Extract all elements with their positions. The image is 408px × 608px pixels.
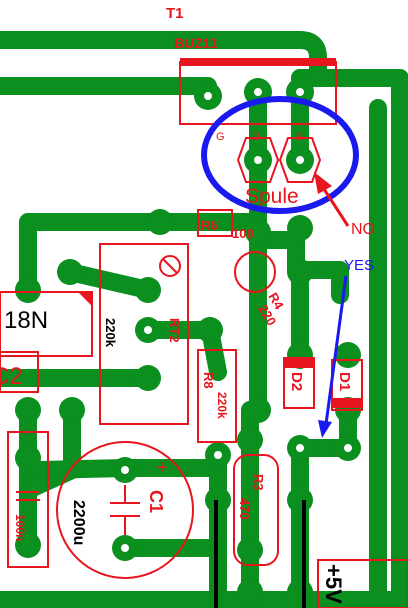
annotation-circle — [201, 96, 359, 214]
c1-symbol — [110, 485, 140, 535]
no-arrow-head — [314, 172, 332, 194]
rt2-label: RT2 — [167, 318, 182, 343]
trace-rt2-wiper — [61, 263, 157, 299]
c1-value-label: 2200u — [70, 500, 87, 545]
pad-rt2-1 — [135, 277, 161, 303]
pad-r6-left — [147, 209, 173, 235]
hole — [296, 88, 304, 96]
r6-outline — [197, 209, 233, 237]
trace-top-bus — [0, 31, 327, 79]
rt2-outline — [99, 243, 189, 425]
d1-label: D1 — [336, 372, 353, 391]
pad-left-2 — [15, 397, 41, 423]
pad-r4-mid — [287, 259, 313, 285]
c2-outline — [0, 351, 39, 393]
c1-outline — [56, 441, 194, 579]
c1-plus-label: + — [156, 457, 168, 479]
pad-ic-2 — [59, 397, 85, 423]
hole — [254, 156, 262, 164]
annotation-yes-label: YES — [344, 257, 374, 274]
pad-d1-top — [335, 342, 361, 368]
yes-arrow-head — [318, 420, 332, 438]
ic-outline — [0, 291, 93, 357]
r8-label: R8 — [201, 372, 216, 389]
copper-pads — [15, 78, 361, 605]
annotation-no-arrow — [314, 172, 350, 227]
c2-partial-label: C2 — [0, 363, 23, 390]
t1-tab — [180, 58, 336, 66]
t1-ref-label: T1 — [166, 5, 184, 22]
pin-g-label: G — [216, 131, 225, 143]
trace-to-d1 — [291, 261, 349, 304]
hole — [254, 88, 262, 96]
supply-label: +5V — [321, 564, 346, 604]
ic-notch — [78, 292, 92, 306]
pad-r6-right — [245, 219, 271, 245]
wire-links — [214, 500, 306, 608]
annotation-yes-arrow — [318, 275, 348, 438]
cap-left-symbol — [16, 491, 40, 501]
pad-r4-top — [287, 215, 313, 241]
annotation-no-label: NO — [351, 221, 375, 238]
hole — [204, 92, 212, 100]
pad-wire-right — [287, 487, 313, 513]
pad-cap-top — [15, 445, 41, 471]
hole — [296, 444, 304, 452]
spule-label: Spule — [245, 185, 299, 208]
copper-traces — [0, 31, 408, 608]
cap-left-value-label: 100n — [13, 514, 27, 541]
trace-left-loop — [19, 213, 169, 299]
d2-cathode — [284, 358, 314, 368]
rt2-value-label: 220k — [103, 318, 118, 348]
r8-value-label: 220k — [215, 392, 229, 419]
hole — [121, 544, 129, 552]
hole — [296, 156, 304, 164]
d2-label: D2 — [288, 372, 305, 391]
pin-s-label: S — [296, 131, 303, 143]
pin-s-outline — [278, 137, 322, 183]
pad-bottom-1 — [237, 579, 263, 605]
supply-outline — [317, 559, 408, 608]
no-arrow-shaft — [320, 185, 350, 227]
cap-left-outline — [7, 431, 49, 568]
pad-drain-bottom — [245, 397, 271, 423]
hole — [121, 466, 129, 474]
copper-pad-holes — [121, 88, 352, 552]
r3-label: R3 — [251, 474, 266, 491]
t1-part-label: BUZ11 — [174, 35, 218, 51]
pad-r8-top — [197, 317, 223, 343]
pad-r3-bottom — [237, 537, 263, 563]
trace-upper-left — [0, 77, 217, 105]
ic-partial-label: 18N — [4, 307, 48, 334]
rt2-trimmer — [159, 255, 181, 277]
r3-value-label: 470 — [237, 498, 252, 520]
r6-value-label: 100 — [232, 226, 254, 241]
hole — [344, 444, 352, 452]
d1-cathode — [332, 398, 362, 408]
pad-left-1 — [15, 277, 41, 303]
pad-cap-bottom — [15, 532, 41, 558]
silkscreen-outlines — [0, 61, 408, 608]
r3-outline — [233, 454, 279, 566]
r8-outline — [197, 349, 237, 443]
yes-arrow-shaft — [324, 275, 348, 425]
pad-r3-top — [237, 427, 263, 453]
r4-outline — [234, 251, 276, 293]
pin-d-outline — [236, 137, 280, 183]
pad-bottom-2 — [287, 579, 313, 605]
hole — [144, 326, 152, 334]
rt2-trimmer-slot — [162, 258, 178, 274]
c1-label: C1 — [146, 490, 166, 513]
pad-rt2-3 — [135, 365, 161, 391]
pin-d-label: D — [252, 131, 260, 143]
trace-right-bus-outer — [291, 69, 408, 608]
hole — [214, 451, 222, 459]
pad-ic-1 — [57, 259, 83, 285]
r6-label: R6 — [201, 218, 218, 233]
